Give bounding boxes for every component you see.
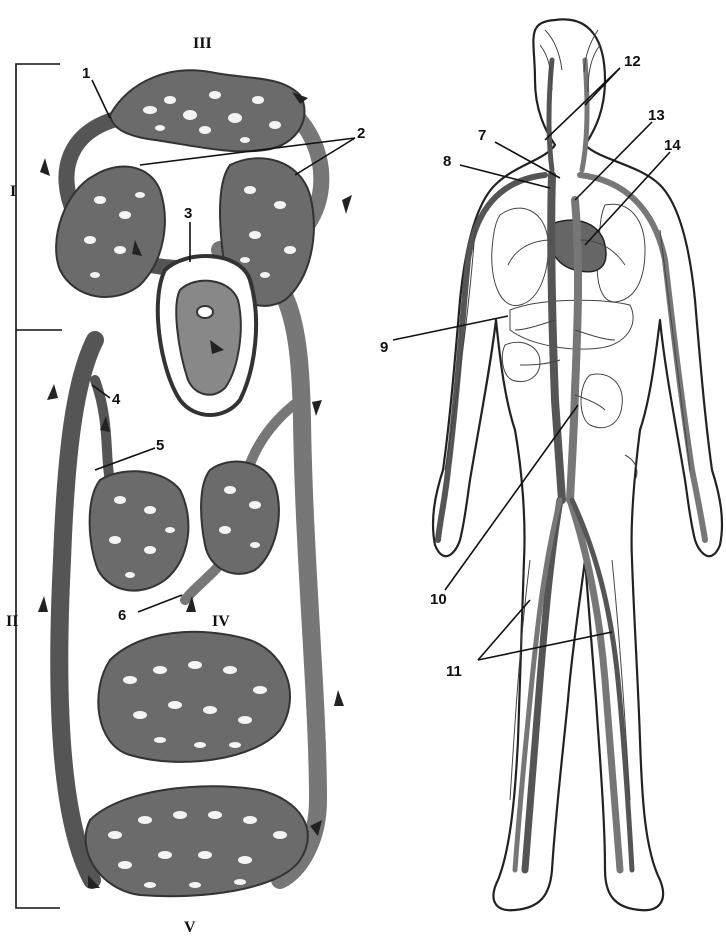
- capillary-bed-V: [86, 786, 308, 896]
- label-3: 3: [184, 205, 192, 222]
- label-4: 4: [112, 391, 121, 408]
- capillary-bed-IV: [98, 632, 290, 762]
- arrow-7: [38, 596, 48, 612]
- label-11: 11: [446, 663, 462, 680]
- label-1: 1: [82, 65, 90, 82]
- bracket-I: [16, 64, 62, 330]
- capillary-bed-III: [110, 70, 305, 151]
- capillary-bed-liver: [90, 471, 189, 590]
- label-13: 13: [648, 107, 665, 124]
- heart: [158, 256, 256, 415]
- label-10: 10: [430, 591, 447, 608]
- label-V: V: [184, 919, 196, 936]
- arrow-9: [334, 690, 344, 706]
- arrow-6: [312, 400, 322, 416]
- arrow-3: [342, 195, 352, 214]
- label-I: I: [10, 183, 16, 200]
- label-III: III: [193, 35, 212, 52]
- label-5: 5: [156, 437, 164, 454]
- capillary-bed-gut-upper: [201, 462, 279, 574]
- label-2: 2: [357, 125, 365, 142]
- label-IV: IV: [212, 613, 230, 630]
- circulation-schematic: [16, 64, 355, 908]
- left-ascending-vessel: [59, 340, 95, 880]
- label-II: II: [6, 613, 18, 630]
- label-14: 14: [664, 137, 681, 154]
- label-7: 7: [478, 127, 486, 144]
- label-6: 6: [118, 607, 126, 624]
- label-8: 8: [443, 153, 451, 170]
- label-12: 12: [624, 53, 641, 70]
- label-9: 9: [380, 339, 388, 356]
- arrow-4: [47, 384, 58, 400]
- arrow-2: [40, 158, 50, 176]
